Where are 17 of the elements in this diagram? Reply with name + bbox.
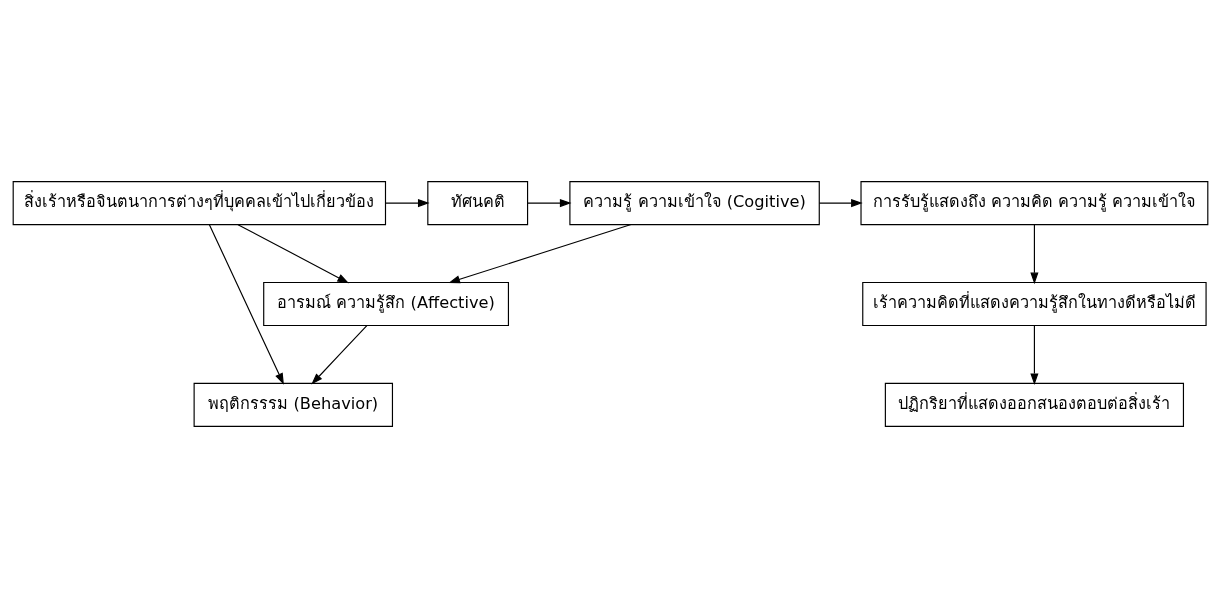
arrow: [527, 198, 572, 207]
arrow: [237, 223, 349, 283]
arrow: [448, 223, 632, 283]
arrow: [818, 198, 863, 207]
node-box: เร้าความคิดที่แสดงความรู้สึกในทางดีหรือไม่ดี: [862, 281, 1207, 326]
node-box: ทัศนคติ: [427, 180, 529, 225]
node-box: สิ่งเร้าหรือจินตนาการต่างๆที่บุคคลเข้าไปเกี่ยวข้อง: [12, 180, 387, 225]
node-box: อารมณ์ ความรู้สึก (Affective): [263, 281, 509, 326]
node-box: ปฏิกริยาที่แสดงออกสนองตอบต่อสิ่งเร้า: [884, 382, 1185, 427]
node-box: การรับรู้แสดงถึง ความคิด ความรู้ ความเข้าใจ: [860, 180, 1209, 225]
node-box: พฤติกรรรม (Behavior): [193, 382, 394, 427]
arrow: [208, 223, 284, 385]
arrow: [311, 324, 368, 385]
arrow: [1030, 324, 1039, 385]
arrow: [385, 198, 430, 207]
arrow: [1030, 223, 1039, 284]
node-box: ความรู้ ความเข้าใจ (Cogitive): [569, 180, 820, 225]
